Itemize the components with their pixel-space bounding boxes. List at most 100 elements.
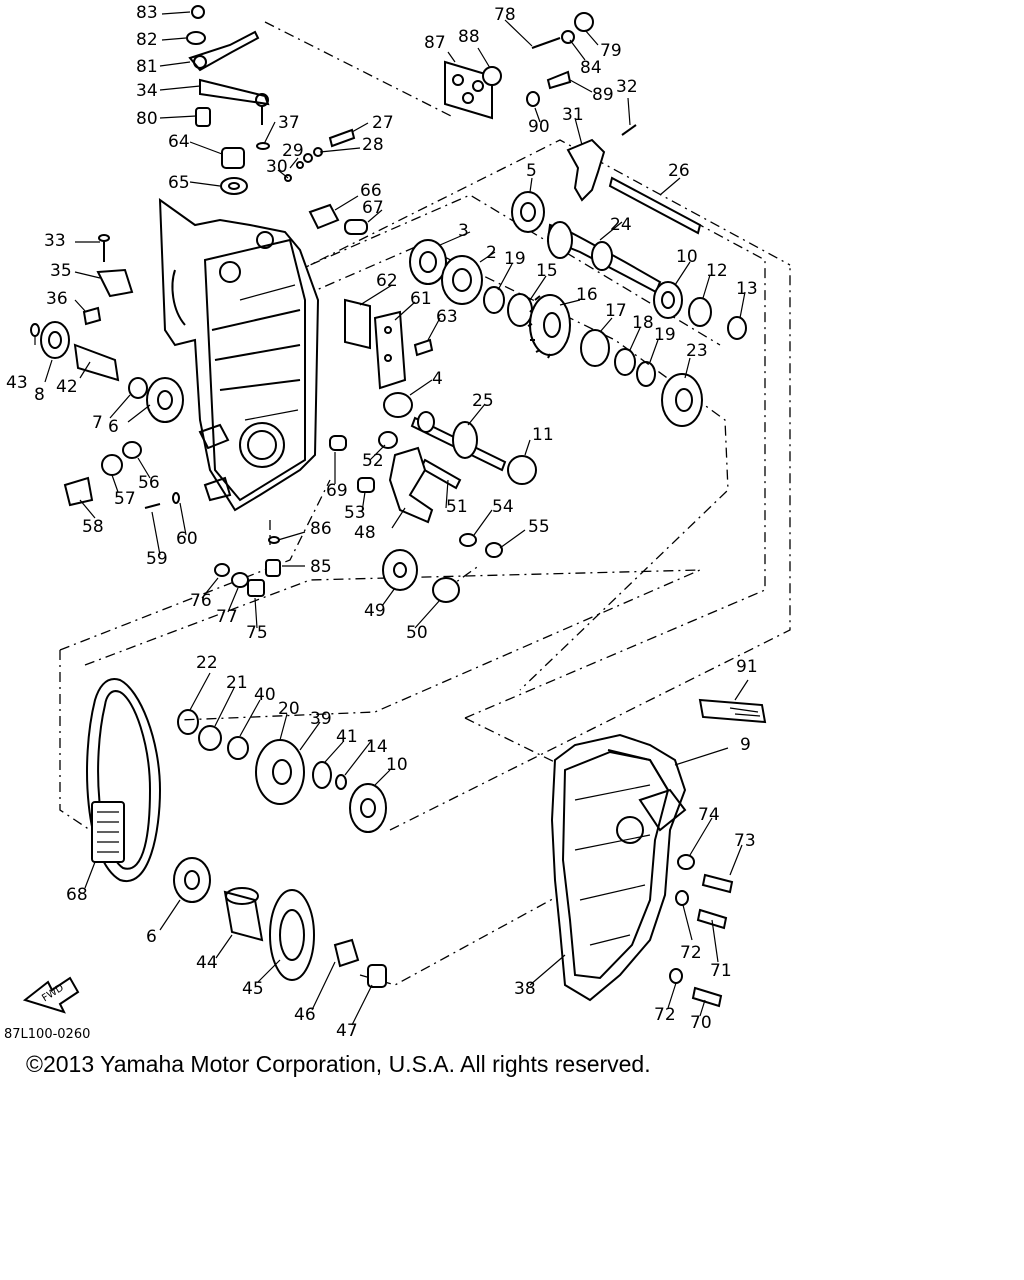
- part-callout-19: 84: [580, 58, 602, 78]
- part-callout-46: 6: [108, 417, 119, 437]
- part-callout-49: 63: [436, 307, 458, 327]
- part-callout-29: 19: [504, 249, 526, 269]
- part-callout-91: 45: [242, 979, 264, 999]
- part-callout-25: 26: [668, 161, 690, 181]
- parts-group: [30, 5, 767, 1008]
- drawing-code: 87L100-0260: [4, 1027, 90, 1042]
- part-callout-16: 88: [458, 27, 480, 47]
- copyright-notice: ©2013 Yamaha Motor Corporation, U.S.A. A…: [26, 1051, 651, 1077]
- assembly-dashed-lines: [59, 21, 791, 986]
- part-callout-55: 53: [344, 503, 366, 523]
- part-callout-77: 41: [336, 727, 358, 747]
- part-callout-66: 85: [310, 557, 332, 577]
- part-callout-28: 2: [486, 243, 497, 263]
- part-callout-40: 35: [50, 261, 72, 281]
- leader-lines: [34, 11, 749, 1026]
- part-callout-10: 28: [362, 135, 384, 155]
- crankcase-housing: [158, 198, 320, 512]
- part-callout-76: 39: [310, 709, 332, 729]
- part-callout-32: 10: [676, 247, 698, 267]
- part-callout-23: 31: [562, 105, 584, 125]
- part-callout-70: 49: [364, 601, 386, 621]
- part-callout-69: 75: [246, 623, 268, 643]
- part-callout-7: 65: [168, 173, 190, 193]
- part-callout-6: 64: [168, 132, 190, 152]
- part-callout-33: 12: [706, 261, 728, 281]
- part-callout-93: 47: [336, 1021, 358, 1041]
- part-callout-52: 11: [532, 425, 554, 445]
- part-callout-58: 54: [492, 497, 514, 517]
- part-callout-88: 68: [66, 885, 88, 905]
- part-callout-51: 25: [472, 391, 494, 411]
- part-callout-80: 91: [736, 657, 758, 677]
- part-callout-50: 4: [432, 369, 443, 389]
- part-callout-1: 83: [136, 3, 158, 23]
- part-callout-42: 43: [6, 373, 28, 393]
- part-callout-54: 69: [326, 481, 348, 501]
- part-callout-5: 80: [136, 109, 158, 129]
- part-callout-48: 61: [410, 289, 432, 309]
- part-callout-82: 74: [698, 805, 720, 825]
- part-callout-90: 44: [196, 953, 218, 973]
- part-callout-65: 86: [310, 519, 332, 539]
- part-callout-26: 24: [610, 215, 632, 235]
- part-callout-79: 10: [386, 755, 408, 775]
- part-callout-87: 70: [690, 1013, 712, 1033]
- part-callout-3: 81: [136, 57, 158, 77]
- part-callout-68: 77: [216, 607, 238, 627]
- chaincase-cover: [550, 733, 687, 1002]
- part-callout-67: 76: [190, 591, 212, 611]
- part-callout-47: 62: [376, 271, 398, 291]
- part-callout-74: 40: [254, 685, 276, 705]
- part-callout-45: 7: [92, 413, 103, 433]
- part-callout-89: 6: [146, 927, 157, 947]
- part-callout-72: 22: [196, 653, 218, 673]
- part-callout-59: 55: [528, 517, 550, 537]
- part-callout-73: 21: [226, 673, 248, 693]
- drive-chain: [86, 678, 162, 883]
- part-callout-41: 36: [46, 289, 68, 309]
- part-callout-21: 32: [616, 77, 638, 97]
- part-callout-86: 72: [654, 1005, 676, 1025]
- part-callout-62: 58: [82, 517, 104, 537]
- part-callout-14: 67: [362, 198, 384, 218]
- part-callout-38: 23: [686, 341, 708, 361]
- part-callout-64: 60: [176, 529, 198, 549]
- part-callout-78: 14: [366, 737, 388, 757]
- part-callout-15: 87: [424, 33, 446, 53]
- part-callout-24: 5: [526, 161, 537, 181]
- part-callout-81: 9: [740, 735, 751, 755]
- part-callout-94: 38: [514, 979, 536, 999]
- part-callout-71: 50: [406, 623, 428, 643]
- part-callout-20: 89: [592, 85, 614, 105]
- part-callout-56: 48: [354, 523, 376, 543]
- part-callout-85: 71: [710, 961, 732, 981]
- part-callout-12: 30: [266, 157, 288, 177]
- part-callout-84: 72: [680, 943, 702, 963]
- part-callout-35: 17: [605, 301, 627, 321]
- part-callout-61: 57: [114, 489, 136, 509]
- part-callout-27: 3: [458, 221, 469, 241]
- front-direction-arrow: FWD: [22, 976, 80, 1014]
- part-callout-44: 42: [56, 377, 78, 397]
- part-callout-43: 8: [34, 385, 45, 405]
- part-callout-31: 16: [576, 285, 598, 305]
- part-callout-39: 33: [44, 231, 66, 251]
- part-callout-2: 82: [136, 30, 158, 50]
- part-callout-36: 18: [632, 313, 654, 333]
- part-callout-8: 37: [278, 113, 300, 133]
- part-callout-17: 78: [494, 5, 516, 25]
- part-callout-4: 34: [136, 81, 158, 101]
- part-callout-18: 79: [600, 41, 622, 61]
- part-callout-83: 73: [734, 831, 756, 851]
- part-callout-13: 66: [360, 181, 382, 201]
- part-callout-53: 52: [362, 451, 384, 471]
- part-callout-30: 15: [536, 261, 558, 281]
- part-callout-57: 51: [446, 497, 468, 517]
- part-callout-60: 56: [138, 473, 160, 493]
- part-callout-34: 13: [736, 279, 758, 299]
- part-callout-63: 59: [146, 549, 168, 569]
- part-callout-75: 20: [278, 699, 300, 719]
